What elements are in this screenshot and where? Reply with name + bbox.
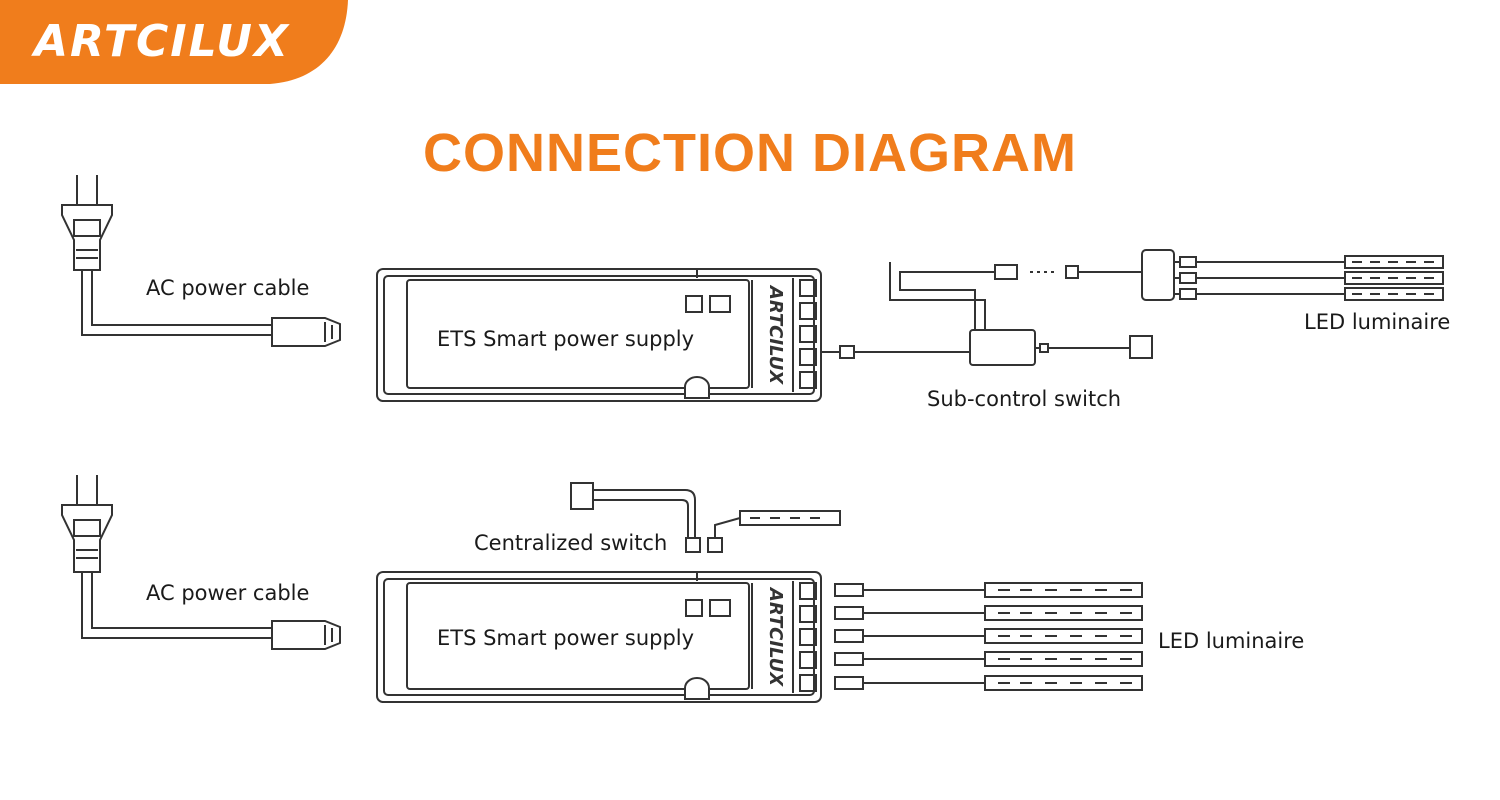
sub-control-switch-label: Sub-control switch [927, 387, 1122, 411]
ac-power-cable-label-top: AC power cable [146, 276, 310, 300]
centralized-switch-wiring [570, 482, 841, 553]
svg-text:ARTCILUX: ARTCILUX [765, 284, 786, 385]
led-luminaire-label-top: LED luminaire [1304, 310, 1451, 334]
logo-tab-shape [0, 0, 348, 84]
ac-plug-bottom [61, 475, 341, 650]
brand-logo-tab: ARTCILUX [0, 0, 350, 84]
led-strips-top [1174, 255, 1444, 301]
centralized-switch-label: Centralized switch [474, 531, 668, 555]
sub-control-wiring [821, 249, 1175, 366]
psu-label-bottom: ETS Smart power supply [437, 626, 695, 650]
power-supply-bottom: ARTCILUX [376, 571, 822, 703]
page-title: CONNECTION DIAGRAM [423, 123, 1077, 183]
led-luminaire-label-bottom: LED luminaire [1158, 629, 1305, 653]
psu-label-top: ETS Smart power supply [437, 327, 695, 351]
power-supply-top: ARTCILUX [376, 268, 822, 402]
brand-logo: ARTCILUX [34, 16, 290, 67]
led-strips-bottom [834, 582, 1143, 691]
ac-plug-top [61, 175, 341, 347]
ac-power-cable-label-bottom: AC power cable [146, 581, 310, 605]
svg-text:ARTCILUX: ARTCILUX [765, 586, 786, 687]
